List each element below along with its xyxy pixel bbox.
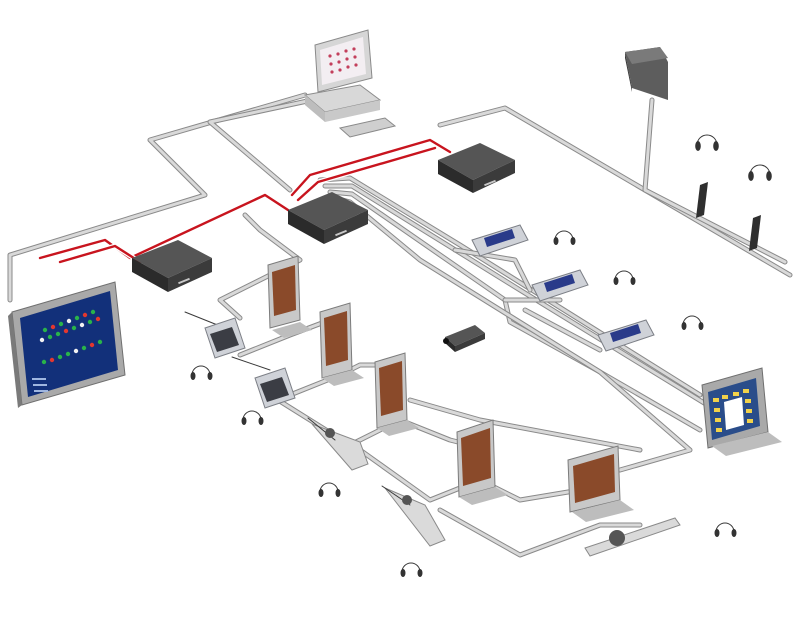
discussion-mic-2[interactable] <box>381 485 446 547</box>
cable-delegate-chain <box>218 213 302 320</box>
headphones-interpreter-2 <box>613 270 636 285</box>
voting-results-display <box>8 281 126 408</box>
cable-pc-right <box>207 97 315 193</box>
cable-layer <box>7 92 793 558</box>
cable-delegate-5-6 <box>438 508 642 557</box>
network-cable-left-2 <box>58 244 142 264</box>
headphones-delegate-5 <box>714 522 737 537</box>
video-monitor-5 <box>567 445 634 522</box>
network-switch-top[interactable] <box>438 143 515 193</box>
delegate-unit-2[interactable] <box>231 356 296 409</box>
headphones-interpreter-1 <box>553 230 576 245</box>
interpreter-console-2[interactable] <box>531 269 589 302</box>
voting-seat-dots <box>39 309 103 365</box>
cable-interpreter-bus <box>438 106 792 277</box>
video-camera[interactable] <box>443 325 485 352</box>
headphones-listener-2 <box>748 164 772 181</box>
cable-pc-left <box>8 93 307 302</box>
control-pc[interactable] <box>303 29 397 138</box>
cable-interpreter-3 <box>523 308 602 352</box>
pc-keyboard[interactable] <box>338 117 397 138</box>
agenda-display-page <box>724 397 744 430</box>
delegate-unit-1[interactable] <box>184 311 246 359</box>
cable-video-right <box>408 398 642 452</box>
headphones-delegate-3 <box>318 482 341 497</box>
video-monitor-4 <box>456 419 508 505</box>
pc-screen-dots <box>328 47 358 74</box>
cable-bundle-2 <box>323 184 742 427</box>
headphones-delegate-1 <box>190 365 213 380</box>
headphones-listener-1 <box>695 134 719 151</box>
voting-legend-bars <box>32 378 48 392</box>
agenda-grid <box>713 389 753 432</box>
video-monitor-2 <box>319 302 364 386</box>
network-switch-left[interactable] <box>132 240 212 292</box>
agenda-display <box>701 367 782 456</box>
voting-display-screen <box>20 291 118 397</box>
cable-bundle-3 <box>328 190 702 432</box>
wireless-receiver-1 <box>696 182 708 218</box>
network-cable-layer <box>37 137 453 265</box>
cable-wall-display-drop <box>643 98 787 264</box>
video-monitor-1 <box>267 255 312 338</box>
wall-display <box>625 47 668 100</box>
discussion-mic-1[interactable] <box>307 417 369 471</box>
video-monitor-3 <box>374 352 419 436</box>
discussion-mic-3[interactable] <box>584 517 681 557</box>
cable-pc-right <box>208 98 314 192</box>
network-switch-center[interactable] <box>288 192 368 244</box>
network-cable-top-2 <box>296 146 437 202</box>
headphones-interpreter-3 <box>681 315 704 330</box>
cable-interpreter-1 <box>453 248 532 292</box>
wireless-receiver-2 <box>749 215 761 251</box>
cable-wall-display-drop <box>642 97 788 265</box>
interpreter-console-3[interactable] <box>597 319 655 352</box>
headphones-delegate-4 <box>400 562 423 577</box>
network-cable-top <box>290 138 452 197</box>
headphones-delegate-2 <box>241 410 264 425</box>
interpreter-console-1[interactable] <box>471 224 529 257</box>
